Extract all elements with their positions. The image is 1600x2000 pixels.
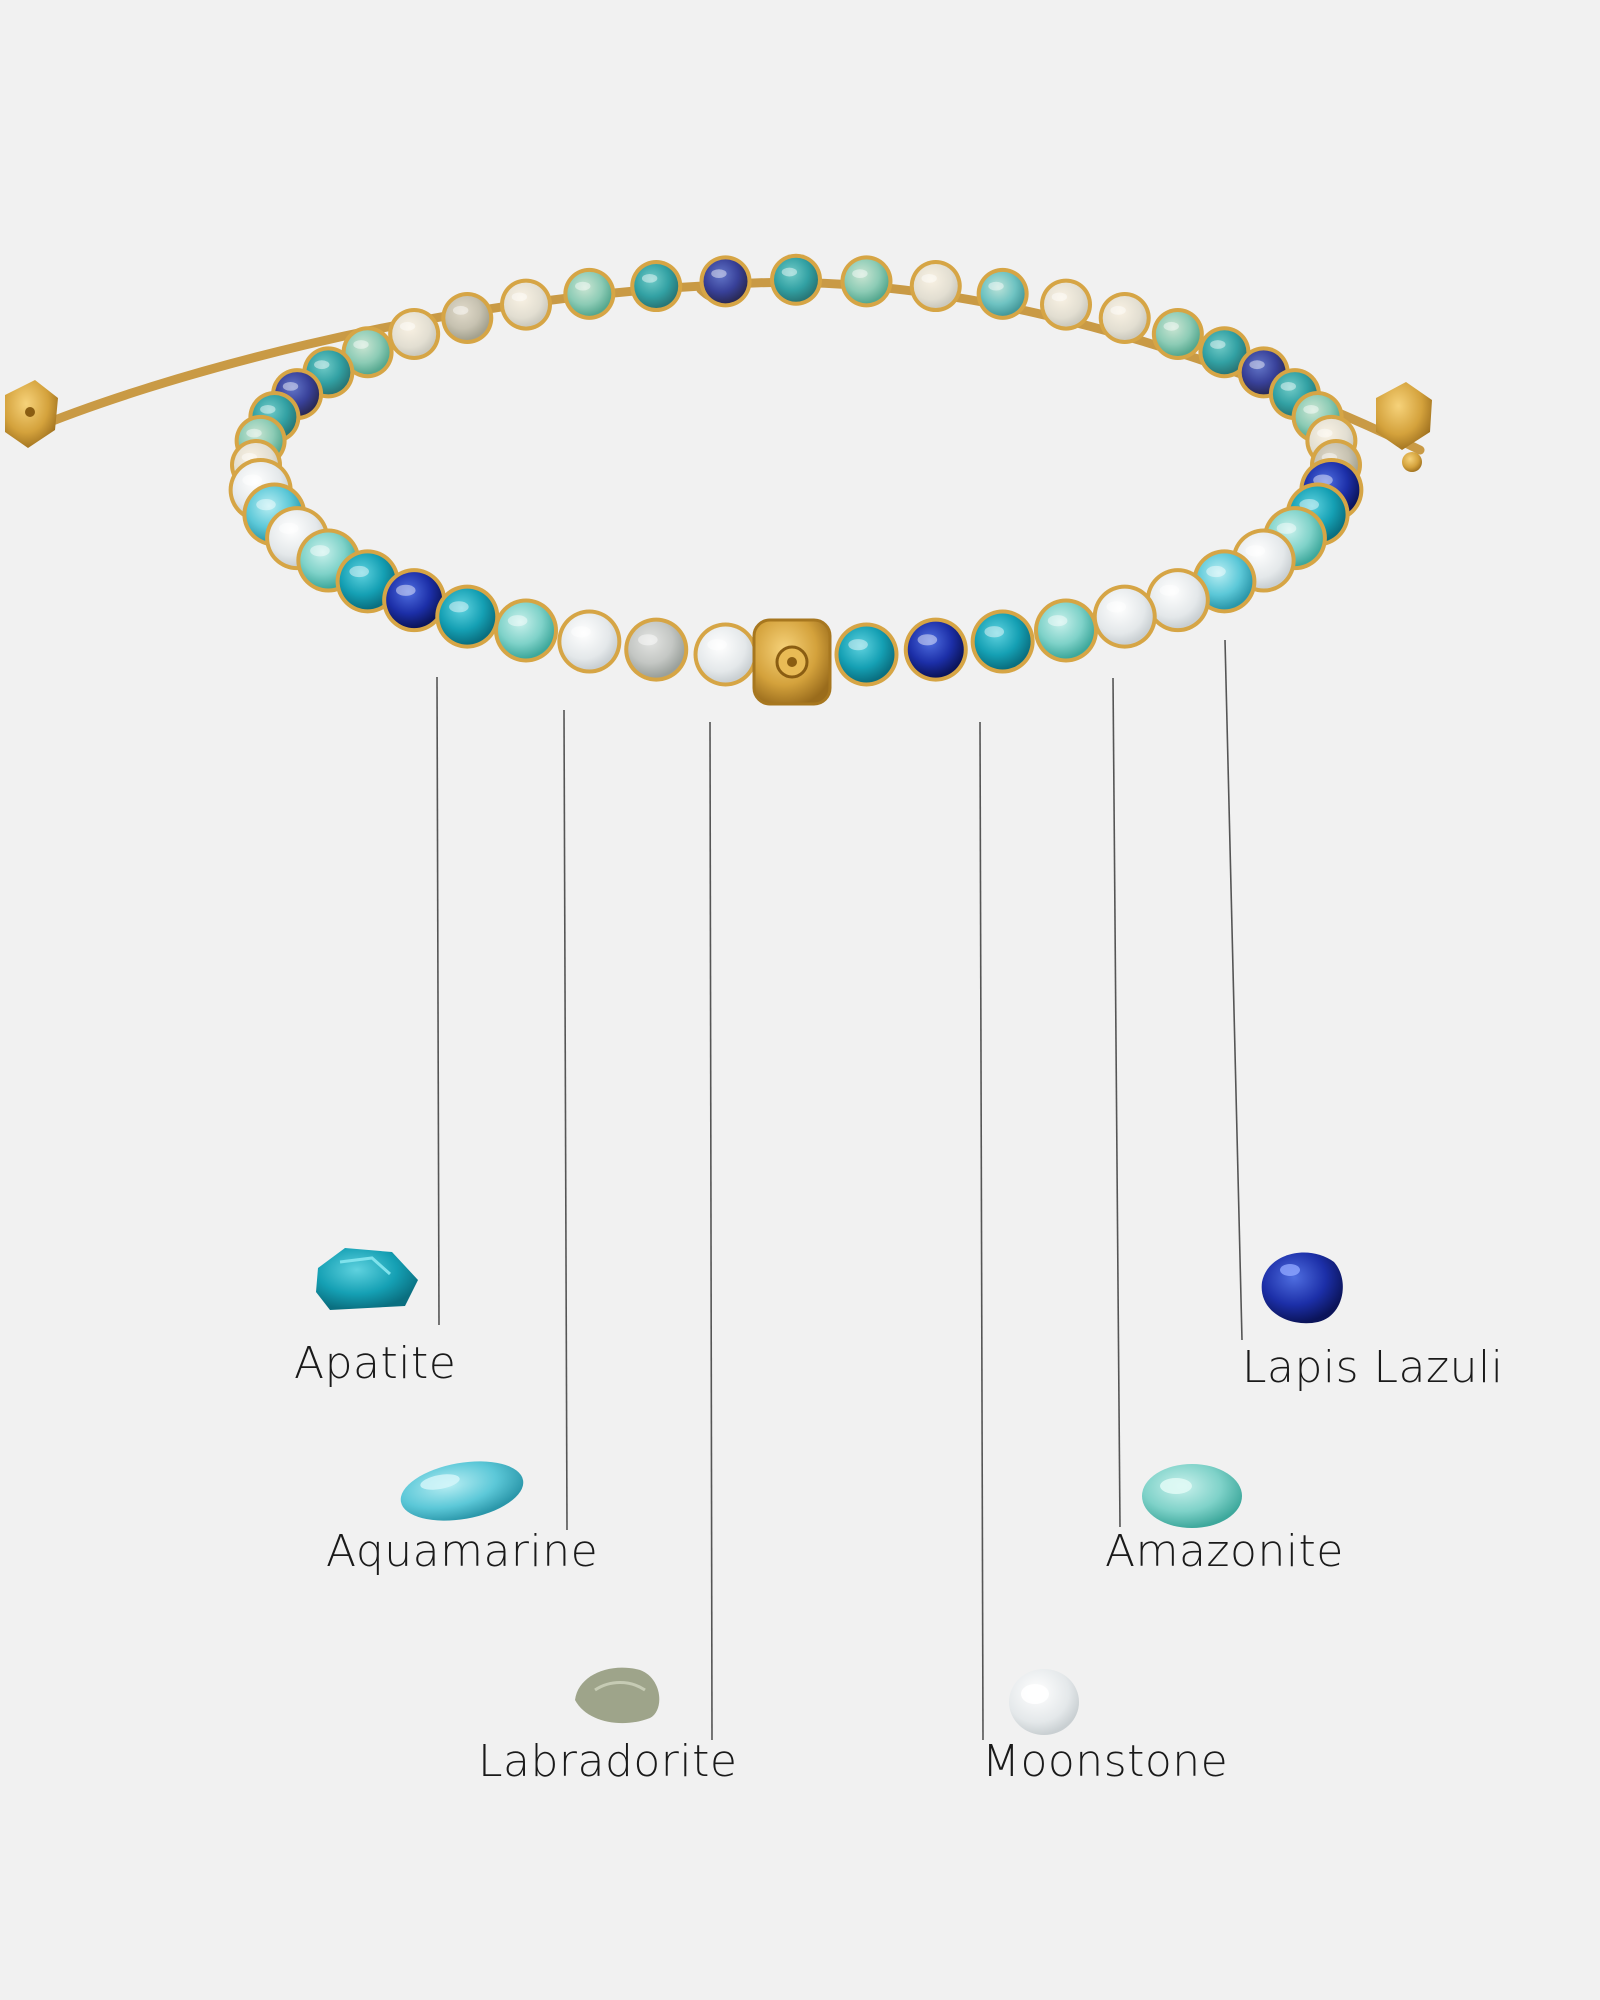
bead — [1034, 598, 1098, 663]
labradorite-stone-icon — [575, 1667, 660, 1724]
bead — [1040, 278, 1092, 331]
amazonite-stone-icon — [1142, 1464, 1242, 1528]
bead — [563, 267, 616, 320]
label-moonstone: Moonstone — [982, 1736, 1229, 1787]
label-apatite: Apatite — [294, 1338, 457, 1389]
gold-end-charm-right — [1376, 382, 1432, 472]
bead — [1145, 568, 1210, 633]
apatite-stone-icon — [316, 1248, 418, 1310]
bead — [494, 598, 558, 663]
central-gold-bead — [752, 618, 832, 706]
bead-band — [228, 253, 1364, 689]
label-labradorite: Labradorite — [478, 1736, 738, 1787]
bead — [970, 609, 1035, 674]
bead — [382, 568, 447, 633]
bead — [699, 255, 752, 308]
bead — [435, 584, 500, 649]
bead — [1092, 584, 1157, 649]
bead — [1198, 326, 1251, 379]
bead — [624, 617, 689, 682]
bead — [341, 326, 394, 379]
label-amazonite: Amazonite — [1105, 1526, 1344, 1577]
bead — [770, 253, 822, 306]
label-aquamarine: Aquamarine — [326, 1526, 599, 1577]
aquamarine-stone-icon — [400, 1461, 524, 1521]
label-lapis-lazuli: Lapis Lazuli — [1242, 1342, 1504, 1393]
bead — [693, 622, 758, 687]
lapis-lazuli-stone-icon — [1261, 1252, 1343, 1324]
gold-end-charm-left — [5, 380, 58, 448]
bead — [903, 617, 968, 682]
bead — [500, 278, 552, 331]
leader-lines — [436, 639, 1243, 1741]
bead — [630, 260, 683, 313]
bead — [388, 308, 441, 361]
bead — [1151, 308, 1204, 361]
moonstone-stone-icon — [1009, 1669, 1079, 1735]
bead — [976, 267, 1029, 320]
bead — [557, 609, 622, 674]
bead — [909, 260, 962, 313]
bead — [840, 255, 893, 308]
bead — [834, 622, 899, 687]
bead — [1098, 292, 1151, 345]
bead — [441, 292, 494, 345]
